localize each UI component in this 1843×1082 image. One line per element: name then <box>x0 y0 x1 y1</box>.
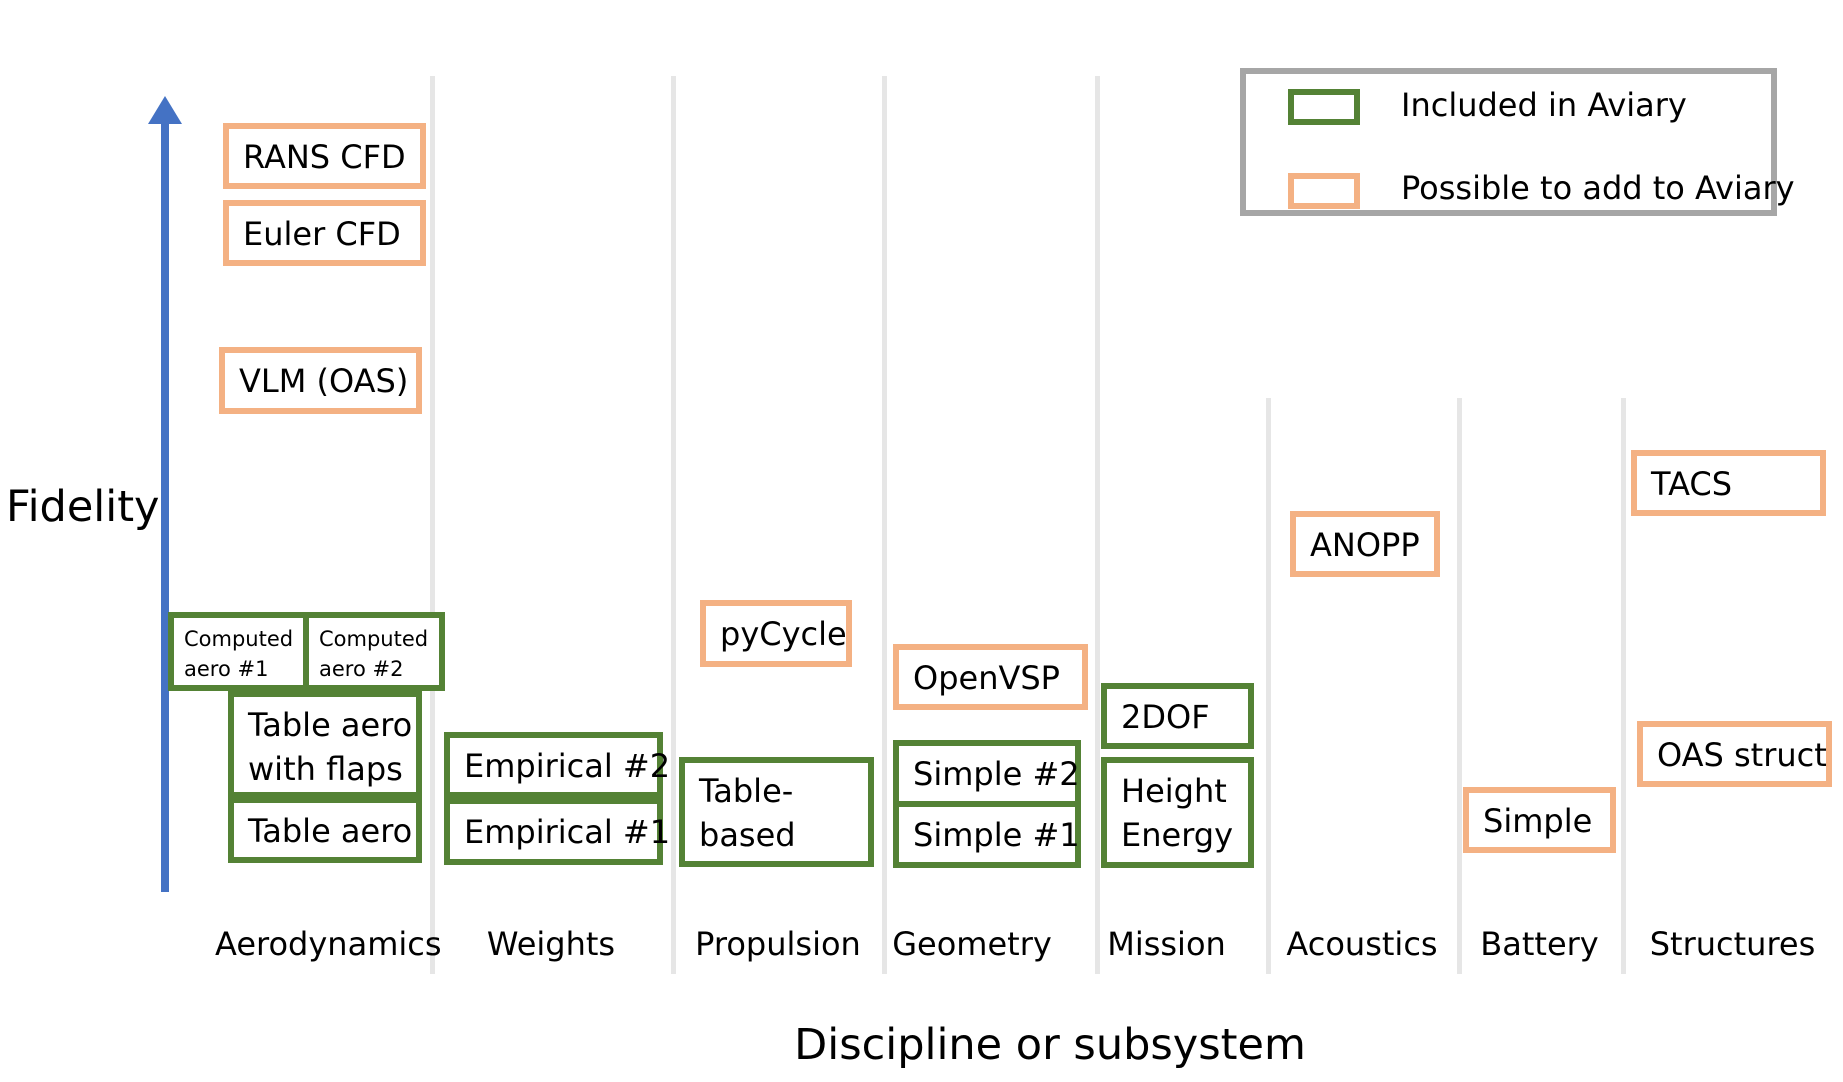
box-height-energy-line2: Energy <box>1121 816 1234 854</box>
box-2dof: 2DOF <box>1101 683 1254 749</box>
legend-label-possible: Possible to add to Aviary <box>1401 169 1795 207</box>
box-euler-cfd: Euler CFD <box>223 200 426 266</box>
box-tacs: TACS <box>1631 450 1826 516</box>
discipline-label-aerodynamics: Aerodynamics <box>215 925 442 963</box>
box-tacs-text: TACS <box>1651 465 1733 503</box>
box-oas-struct-text: OAS struct <box>1657 736 1827 774</box>
box-empirical-2: Empirical #2 <box>444 732 670 798</box>
box-table-aero-flaps-line2: with flaps <box>248 750 403 788</box>
divider-geometry-mission <box>1095 76 1100 974</box>
box-rans-cfd-text: RANS CFD <box>243 138 406 176</box>
legend-swatch-possible <box>1288 173 1360 209</box>
discipline-axis-label: Discipline or subsystem <box>794 1020 1306 1070</box>
box-height-energy-line1: Height <box>1121 772 1227 810</box>
box-pycycle-text: pyCycle <box>720 615 847 653</box>
legend: Included in Aviary Possible to add to Av… <box>1240 68 1795 216</box>
box-table-based-line2: based <box>699 816 796 854</box>
divider-weights-propulsion <box>671 76 676 974</box>
box-simple-2: Simple #2 <box>893 740 1081 807</box>
box-table-aero-flaps-line1: Table aero <box>248 706 413 744</box>
box-battery-simple-text: Simple <box>1483 802 1593 840</box>
discipline-label-mission: Mission <box>1107 925 1226 963</box>
box-table-based-line1: Table- <box>699 772 794 810</box>
discipline-label-structures: Structures <box>1649 925 1816 963</box>
box-openvsp: OpenVSP <box>893 644 1088 710</box>
divider-aero-weights <box>430 76 435 974</box>
box-computed-aero-2: Computed aero #2 <box>303 612 445 691</box>
box-empirical-1-text: Empirical #1 <box>464 813 671 851</box>
box-computed-aero-2-line1: Computed <box>319 627 429 651</box>
box-openvsp-text: OpenVSP <box>913 659 1060 697</box>
box-table-aero-flaps: Table aero with flaps <box>228 691 422 798</box>
box-table-based: Table- based <box>679 757 874 867</box>
divider-propulsion-geometry <box>882 76 887 974</box>
box-table-aero: Table aero <box>228 797 422 863</box>
divider-acoustics-battery <box>1457 398 1462 974</box>
box-simple-2-text: Simple #2 <box>913 755 1080 793</box>
divider-battery-structures <box>1621 398 1626 974</box>
discipline-label-battery: Battery <box>1480 925 1599 963</box>
box-simple-1: Simple #1 <box>893 801 1081 868</box>
legend-swatch-included <box>1288 89 1360 125</box>
discipline-label-propulsion: Propulsion <box>695 925 861 963</box>
divider-mission-acoustics <box>1266 398 1271 974</box>
box-computed-aero-2-line2: aero #2 <box>319 657 404 681</box>
fidelity-axis-label: Fidelity <box>6 482 160 532</box>
box-computed-aero-1-line1: Computed <box>184 627 294 651</box>
fidelity-arrow <box>148 96 182 892</box>
discipline-label-geometry: Geometry <box>892 925 1052 963</box>
box-2dof-text: 2DOF <box>1121 698 1210 736</box>
box-height-energy: Height Energy <box>1101 757 1254 868</box>
box-empirical-2-text: Empirical #2 <box>464 747 671 785</box>
box-computed-aero-1-line2: aero #1 <box>184 657 269 681</box>
box-empirical-1: Empirical #1 <box>444 798 670 865</box>
discipline-label-acoustics: Acoustics <box>1286 925 1438 963</box>
box-computed-aero-1: Computed aero #1 <box>168 612 309 691</box>
box-vlm-oas: VLM (OAS) <box>219 347 422 414</box>
box-battery-simple: Simple <box>1463 787 1616 853</box>
discipline-label-weights: Weights <box>486 925 616 963</box>
box-pycycle: pyCycle <box>700 600 852 667</box>
box-anopp-text: ANOPP <box>1310 526 1420 564</box>
box-simple-1-text: Simple #1 <box>913 816 1080 854</box>
box-rans-cfd: RANS CFD <box>223 123 426 189</box>
box-euler-cfd-text: Euler CFD <box>243 215 401 253</box>
box-vlm-oas-text: VLM (OAS) <box>239 362 409 400</box>
legend-label-included: Included in Aviary <box>1401 86 1687 124</box>
box-anopp: ANOPP <box>1290 511 1440 577</box>
fidelity-arrow-head <box>148 96 182 124</box>
box-oas-struct: OAS struct <box>1637 721 1832 787</box>
box-table-aero-text: Table aero <box>248 812 413 850</box>
